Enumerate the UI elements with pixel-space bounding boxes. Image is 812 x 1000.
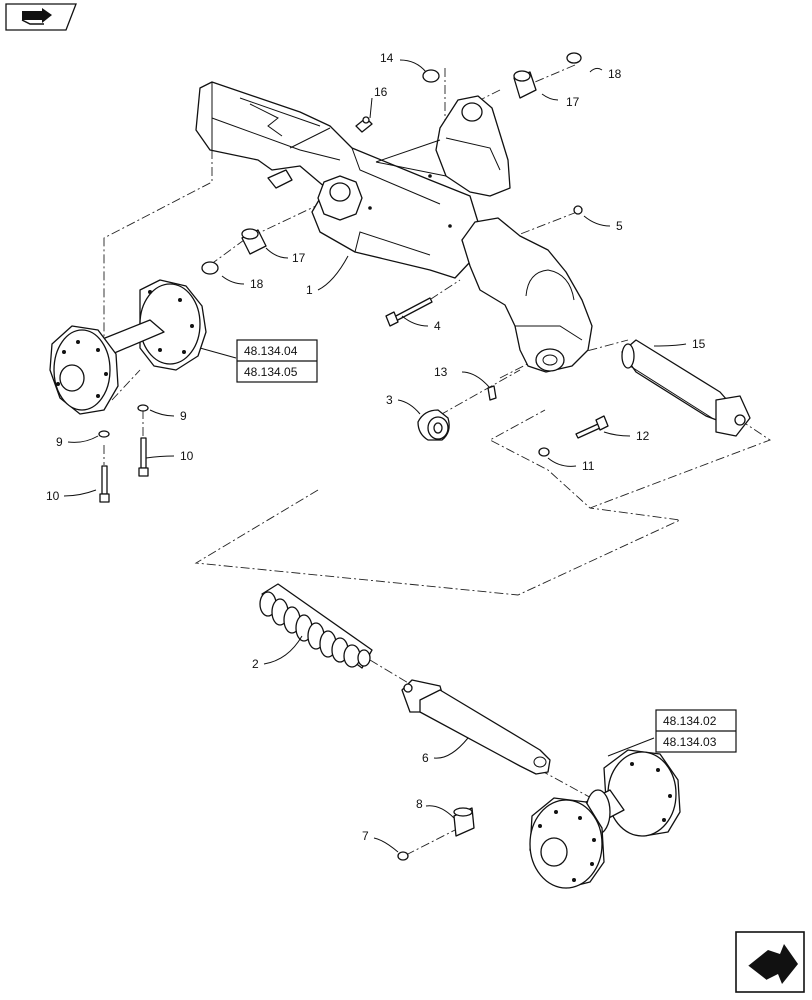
reference-48-134-03[interactable]: 48.134.03: [663, 735, 717, 749]
callout-2[interactable]: 2: [252, 657, 259, 671]
pivot-pin-15: [621, 339, 751, 437]
washer-9-right: [137, 404, 149, 412]
left-hub: [49, 279, 207, 415]
callout-17-left[interactable]: 17: [292, 251, 306, 265]
callout-5[interactable]: 5: [616, 219, 623, 233]
callout-3[interactable]: 3: [386, 393, 393, 407]
callout-9-left[interactable]: 9: [56, 435, 63, 449]
callout-13[interactable]: 13: [434, 365, 448, 379]
callout-16[interactable]: 16: [374, 85, 388, 99]
bolt-4: [385, 297, 433, 327]
bellows-2: [259, 583, 373, 669]
plug-5: [573, 205, 583, 215]
callout-6[interactable]: 6: [422, 751, 429, 765]
callouts: 14 18 17 16 5 17 18 1 4 13 3 15 12 11 9 …: [46, 51, 706, 843]
callout-10-right[interactable]: 10: [180, 449, 194, 463]
callout-9-right[interactable]: 9: [180, 409, 187, 423]
callout-12[interactable]: 12: [636, 429, 650, 443]
reference-box-right-hub[interactable]: 48.134.02 48.134.03: [655, 709, 737, 753]
bolt-10-left: [99, 465, 110, 503]
folder-arrow-icon[interactable]: [5, 3, 77, 31]
callout-11[interactable]: 11: [582, 459, 595, 473]
bolt-12: [575, 415, 609, 439]
reference-box-left-hub[interactable]: 48.134.04 48.134.05: [236, 339, 318, 383]
reference-48-134-02[interactable]: 48.134.02: [663, 714, 717, 728]
callout-14[interactable]: 14: [380, 51, 394, 65]
pin-13: [487, 385, 497, 401]
washer-9-left: [98, 430, 110, 438]
washer-11: [538, 447, 550, 457]
callout-4[interactable]: 4: [434, 319, 441, 333]
oring-14: [422, 69, 440, 83]
oring-18-left: [201, 261, 219, 275]
oring-18-right: [566, 52, 582, 64]
pin-8: [453, 807, 475, 837]
callout-10-left[interactable]: 10: [46, 489, 60, 503]
leader-lines: [63, 59, 687, 853]
reference-48-134-05[interactable]: 48.134.05: [244, 365, 298, 379]
callout-18-top[interactable]: 18: [608, 67, 622, 81]
bolt-10-right: [138, 437, 149, 477]
callout-1[interactable]: 1: [306, 283, 313, 297]
oring-7: [397, 851, 409, 861]
reference-48-134-04[interactable]: 48.134.04: [244, 344, 298, 358]
shaft-6: [401, 679, 551, 775]
next-page-arrow-icon[interactable]: [735, 931, 805, 993]
bushing-17-left: [241, 228, 267, 255]
right-hub: [529, 749, 681, 889]
axle-beam: [195, 81, 593, 373]
callout-17-top[interactable]: 17: [566, 95, 580, 109]
bushing-17-right: [513, 70, 537, 99]
callout-18-left[interactable]: 18: [250, 277, 264, 291]
callout-15[interactable]: 15: [692, 337, 706, 351]
callout-7[interactable]: 7: [362, 829, 369, 843]
pivot-bushing-3: [417, 409, 450, 441]
callout-8[interactable]: 8: [416, 797, 423, 811]
